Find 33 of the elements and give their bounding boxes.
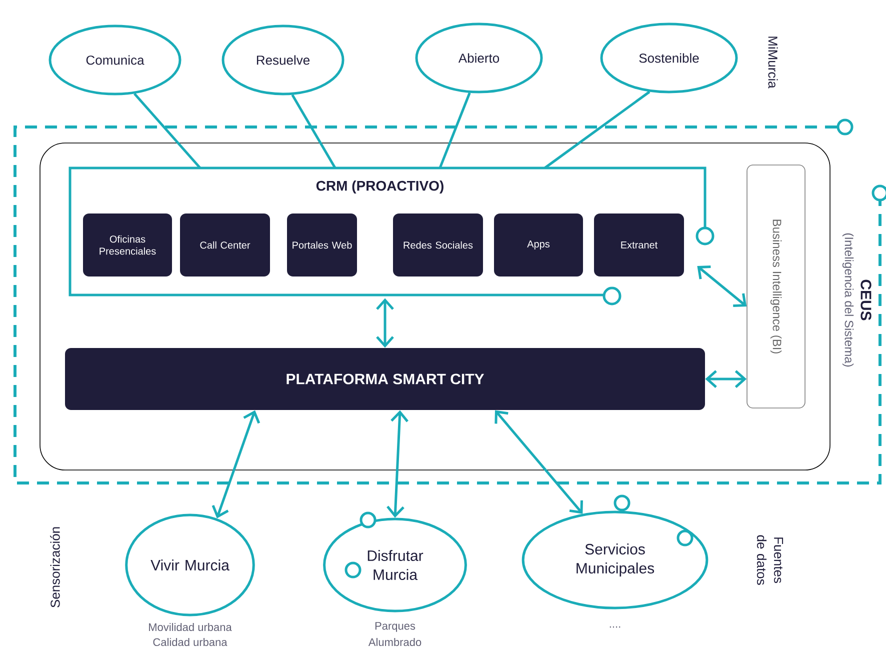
channel-box: Redes Sociales: [393, 214, 483, 276]
node-label: Alumbrado: [368, 638, 422, 646]
side-label: Sensorización: [50, 527, 60, 608]
double-arrow: [212, 410, 260, 518]
channel-box: Oficinas Presenciales: [83, 214, 172, 276]
channel-box: Call Center: [180, 214, 270, 276]
platform-bar: PLATAFORMA SMART CITY: [65, 348, 705, 410]
double-arrow: [697, 265, 747, 308]
panel-frame: [40, 142, 830, 470]
bubble-tail: [291, 94, 336, 168]
double-arrow: [494, 410, 583, 514]
node-label: Movilidad urbana: [149, 622, 232, 632]
double-arrow: [705, 370, 747, 388]
heading: CEUS: [860, 280, 872, 320]
bubble-tail: [134, 92, 201, 169]
speech-bubble: Sostenible: [600, 22, 738, 94]
channel-box: Extranet: [594, 214, 684, 276]
bi-box: Business Intelligence (BI): [746, 164, 806, 408]
side-label: MiMurcia: [768, 36, 778, 88]
channel-box: Portales Web: [287, 214, 357, 276]
channel-box: Apps: [494, 214, 583, 276]
side-label: Fuentes de datos: [756, 535, 784, 585]
subheading: (Inteligencia del Sistema): [842, 233, 854, 367]
speech-bubble: Abierto: [415, 22, 543, 94]
node-label: ....: [610, 626, 620, 628]
node-label: Parques: [375, 622, 416, 632]
speech-bubble: Comunica: [48, 24, 182, 96]
node-label: Calidad urbana: [153, 638, 228, 646]
speech-bubble: Resuelve: [222, 24, 344, 96]
double-arrow: [376, 298, 394, 348]
bubble-tail: [544, 90, 650, 169]
double-arrow: [386, 410, 408, 518]
bubble-tail: [438, 92, 471, 168]
